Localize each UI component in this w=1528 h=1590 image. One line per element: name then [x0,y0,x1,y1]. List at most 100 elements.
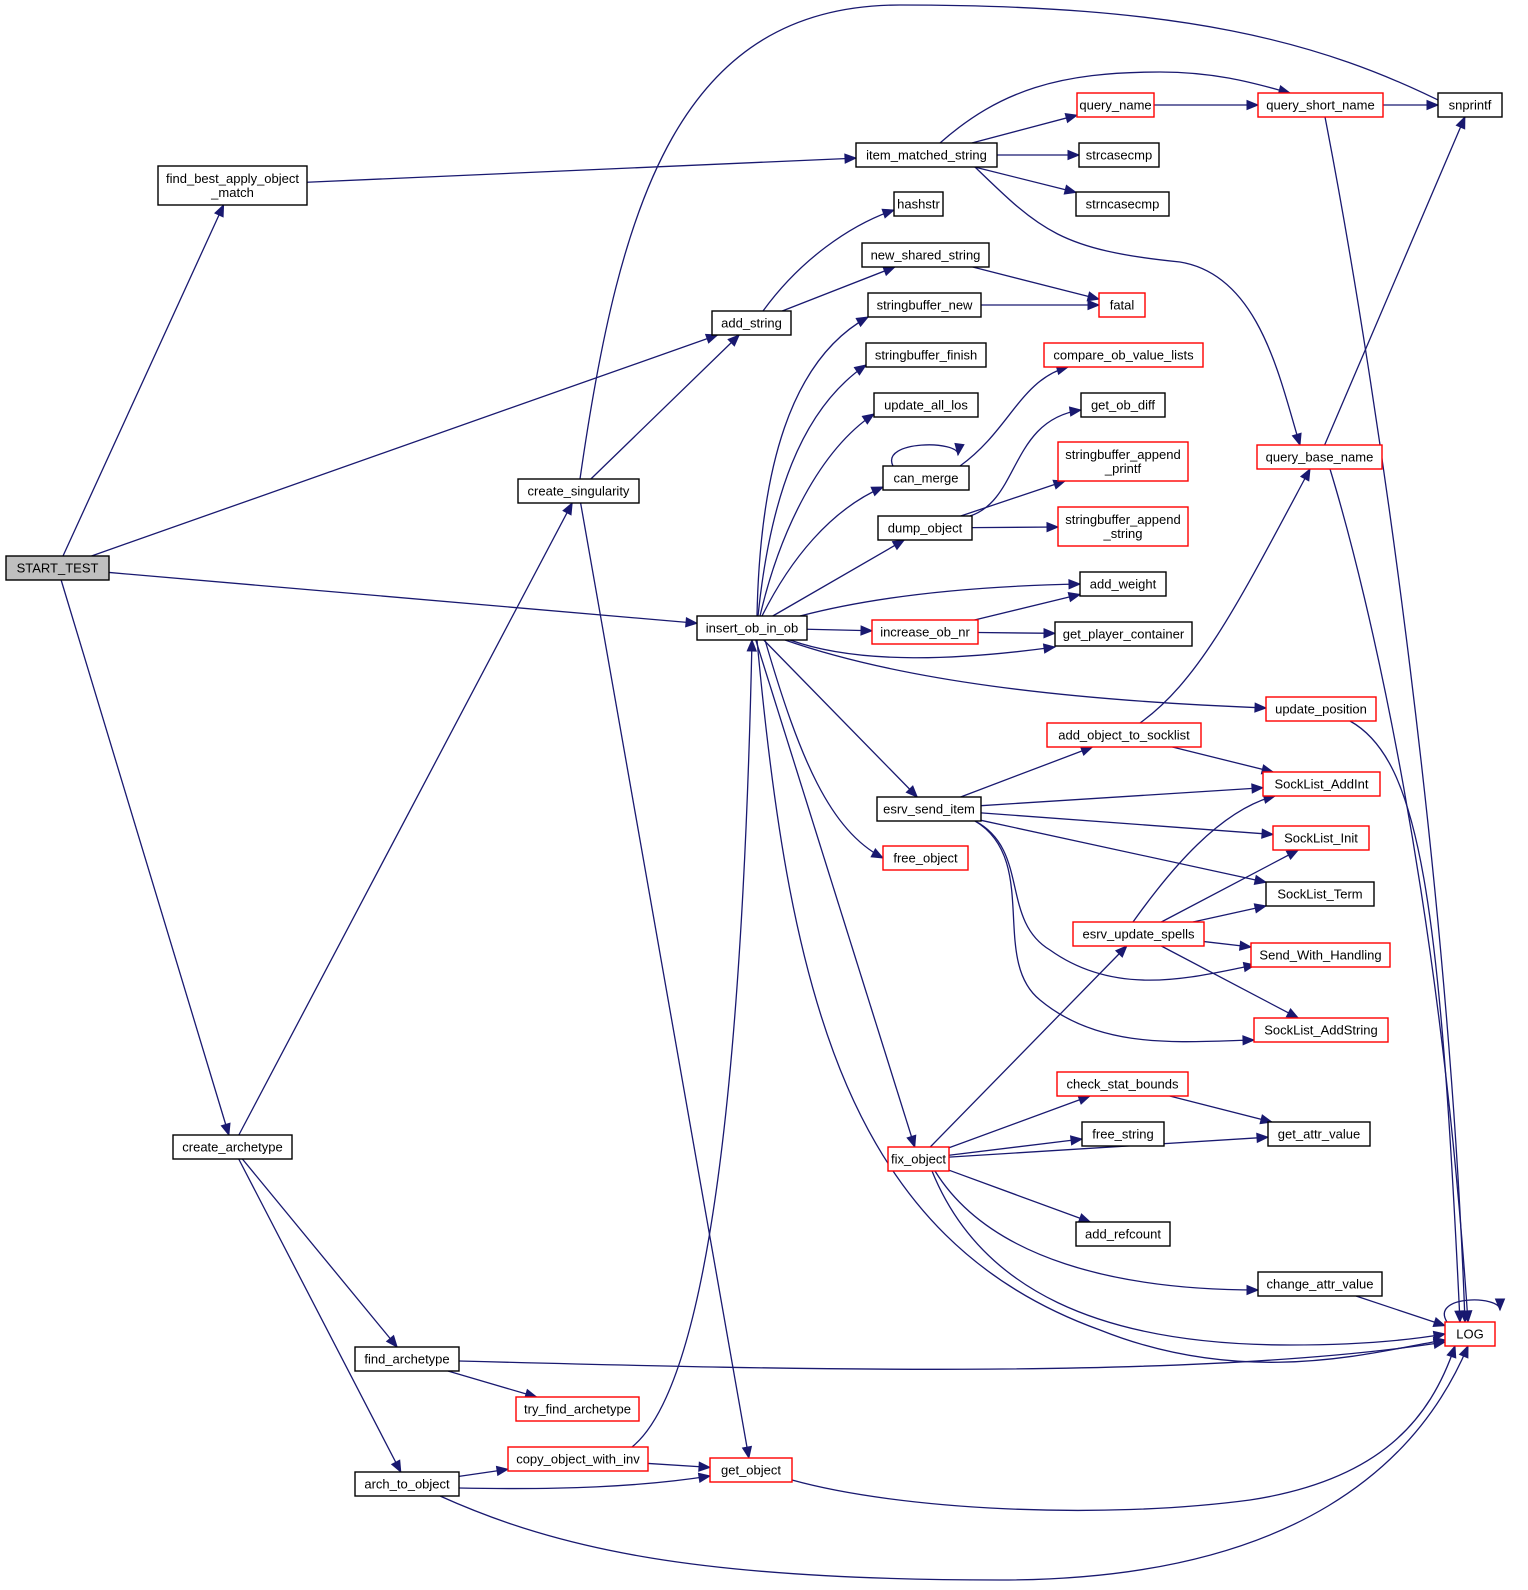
node-stringbuffer_new[interactable]: stringbuffer_new [867,292,982,318]
node-new_shared_string[interactable]: new_shared_string [861,242,990,268]
node-label: hashstr [897,197,940,212]
node-get_attr_value[interactable]: get_attr_value [1267,1121,1371,1147]
edge-copy_object_with_inv-to-get_object [647,1461,712,1472]
edge-line [60,579,230,1136]
node-label: create_archetype [182,1140,282,1155]
edge-line [980,819,1267,883]
node-SockList_AddInt[interactable]: SockList_AddInt [1262,771,1381,797]
node-label: strcasecmp [1086,148,1152,163]
node-add_string[interactable]: add_string [711,310,792,336]
node-label: get_ob_diff [1091,398,1155,413]
node-dump_object[interactable]: dump_object [877,515,973,541]
edge-line [972,266,1100,300]
node-Send_With_Handling[interactable]: Send_With_Handling [1250,942,1391,968]
edge-copy_object_with_inv-to-insert_ob_in_ob [631,638,757,1448]
node-SockList_Init[interactable]: SockList_Init [1272,825,1370,851]
node-add_refcount[interactable]: add_refcount [1075,1221,1171,1247]
node-update_all_los[interactable]: update_all_los [873,392,979,418]
edge-query_base_name-to-LOG [1329,468,1473,1324]
node-SockList_AddString[interactable]: SockList_AddString [1253,1017,1389,1043]
node-insert_ob_in_ob[interactable]: insert_ob_in_ob [696,615,808,641]
node-get_object[interactable]: get_object [709,1457,793,1483]
node-create_singularity[interactable]: create_singularity [517,478,640,504]
node-label: new_shared_string [871,248,981,263]
node-esrv_update_spells[interactable]: esrv_update_spells [1072,921,1205,947]
node-can_merge[interactable]: can_merge [882,465,970,491]
node-box [1080,392,1166,418]
edge-line [761,486,884,617]
node-snprintf[interactable]: snprintf [1437,92,1503,118]
edge-line [960,480,1066,517]
edge-find_best_apply_object_match-to-item_matched_string [306,153,858,183]
node-get_player_container[interactable]: get_player_container [1054,621,1193,647]
edge-query_name-to-query_short_name [1154,99,1260,111]
edge-create_archetype-to-create_singularity [238,501,573,1136]
node-query_short_name[interactable]: query_short_name [1257,92,1384,118]
node-check_stat_bounds[interactable]: check_stat_bounds [1056,1071,1189,1097]
node-stringbuffer_append_string[interactable]: stringbuffer_append_string [1057,506,1189,547]
edge-dump_object-to-stringbuffer_append_printf [960,479,1067,517]
node-fatal[interactable]: fatal [1098,292,1146,318]
arrowhead [1261,828,1275,839]
node-box [354,1346,460,1372]
node-box [877,515,973,541]
edge-line [755,639,916,1148]
edge-insert_ob_in_ob-to-update_position [784,639,1268,713]
node-update_position[interactable]: update_position [1265,696,1377,722]
node-arch_to_object[interactable]: arch_to_object [354,1471,460,1497]
node-hashstr[interactable]: hashstr [893,191,944,217]
arrowhead [881,208,896,219]
node-LOG[interactable]: LOG [1444,1321,1496,1347]
edge-insert_ob_in_ob-to-add_weight [799,578,1082,617]
node-label: compare_ob_value_lists [1053,348,1194,363]
node-fix_object[interactable]: fix_object [887,1146,950,1172]
edge-line [756,316,869,617]
node-label: esrv_send_item [883,802,975,817]
node-add_object_to_socklist[interactable]: add_object_to_socklist [1046,722,1202,748]
node-esrv_send_item[interactable]: esrv_send_item [876,796,982,822]
arrowhead [905,785,919,798]
node-copy_object_with_inv[interactable]: copy_object_with_inv [507,1446,649,1472]
node-strncasecmp[interactable]: strncasecmp [1075,191,1170,217]
edge-query_short_name-to-snprintf [1383,99,1440,111]
node-box [1272,825,1370,851]
edge-get_object-to-LOG [791,1344,1457,1512]
edge-dump_object-to-stringbuffer_append_string [971,521,1060,533]
node-query_base_name[interactable]: query_base_name [1256,444,1383,470]
arrowhead [1251,783,1265,794]
arrowhead [861,413,876,425]
edge-line [238,1158,402,1473]
node-item_matched_string[interactable]: item_matched_string [855,142,998,168]
arrowhead [1069,1135,1084,1146]
node-free_object[interactable]: free_object [882,845,969,871]
node-create_archetype[interactable]: create_archetype [172,1134,293,1160]
node-change_attr_value[interactable]: change_attr_value [1257,1271,1383,1297]
edge-line [62,204,225,557]
edge-find_archetype-to-LOG [458,1338,1447,1370]
edge-LOG-to-LOG [1443,1298,1506,1323]
node-box [1078,142,1160,168]
node-compare_ob_value_lists[interactable]: compare_ob_value_lists [1043,342,1204,368]
node-find_archetype[interactable]: find_archetype [354,1346,460,1372]
node-query_name[interactable]: query_name [1076,92,1155,118]
node-find_best_apply_object_match[interactable]: find_best_apply_object_match [157,165,308,206]
node-get_ob_diff[interactable]: get_ob_diff [1080,392,1166,418]
node-box [696,615,808,641]
node-stringbuffer_finish[interactable]: stringbuffer_finish [865,342,987,368]
node-SockList_Term[interactable]: SockList_Term [1265,881,1375,907]
node-label: _match [210,185,254,200]
node-strcasecmp[interactable]: strcasecmp [1078,142,1160,168]
node-stringbuffer_append_printf[interactable]: stringbuffer_append_printf [1057,441,1189,482]
arrowhead [1063,184,1078,195]
node-label: esrv_update_spells [1082,927,1195,942]
arrowhead [1432,1330,1447,1342]
node-add_weight[interactable]: add_weight [1079,571,1167,597]
arrowhead [1291,432,1302,447]
edge-line [980,812,1274,836]
node-try_find_archetype[interactable]: try_find_archetype [515,1396,640,1422]
node-increase_ob_nr[interactable]: increase_ob_nr [871,619,979,645]
node-box [893,191,944,217]
node-START_TEST[interactable]: START_TEST [5,555,110,581]
node-free_string[interactable]: free_string [1081,1121,1165,1147]
node-box [1256,444,1383,470]
